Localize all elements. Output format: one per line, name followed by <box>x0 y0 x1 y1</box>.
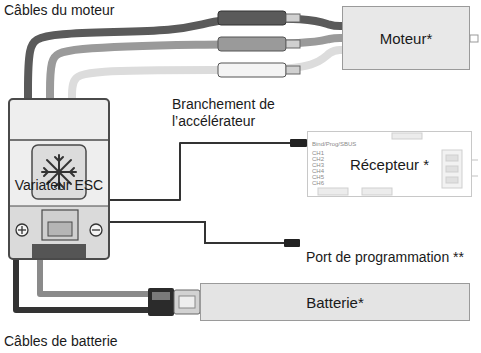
throttle-wire <box>110 143 307 200</box>
screw-slot <box>21 226 22 234</box>
bullet-plug <box>286 40 300 48</box>
pin-label: CH5 <box>312 174 324 180</box>
motor-box: Moteur* <box>342 6 470 70</box>
receiver-port <box>362 188 392 195</box>
esc-divider <box>8 205 110 206</box>
motor-wire <box>50 38 342 98</box>
programming-wire <box>110 222 284 243</box>
pin-label: CH2 <box>312 156 324 162</box>
battery-plug <box>148 288 174 316</box>
receiver-pin <box>446 166 458 172</box>
screw <box>16 224 28 236</box>
receiver-pin <box>446 155 458 161</box>
switch-block <box>42 210 78 240</box>
node-label: Récepteur * <box>350 156 429 173</box>
node-label: Variateur ESC <box>15 177 103 193</box>
motor-sleeve <box>218 63 286 77</box>
receiver-port <box>318 188 348 195</box>
receiver-header <box>442 150 462 188</box>
port-label: Port de programmation ** <box>306 249 464 266</box>
cable-label: Câbles de batterie <box>4 333 118 350</box>
cable-label: Câbles du moteur <box>4 2 115 19</box>
fan-tip <box>70 168 74 176</box>
programming-plug <box>284 239 300 247</box>
esc-body <box>8 98 110 260</box>
antenna <box>472 175 478 176</box>
bullet-plug <box>286 14 300 22</box>
motor-wire <box>72 50 342 98</box>
receiver-port <box>392 133 422 139</box>
esc-base <box>10 206 108 258</box>
motor-wire <box>28 18 342 98</box>
motor-sleeve <box>218 11 286 25</box>
receiver-housing <box>307 131 472 197</box>
node-label: Batterie* <box>306 294 364 311</box>
battery-socket-pin <box>179 296 195 308</box>
esc-box: Variateur ESC <box>8 98 110 260</box>
receiver-body <box>307 131 478 197</box>
pin-label: CH1 <box>312 150 324 156</box>
motor-sleeve <box>218 37 286 51</box>
switch-slot <box>48 222 72 236</box>
screw <box>90 224 102 236</box>
pin-label: CH6 <box>312 180 324 186</box>
battery-socket <box>174 290 200 314</box>
esc-housing <box>8 98 110 260</box>
fan-tip <box>44 168 48 176</box>
screw-slot <box>92 229 100 230</box>
esc-divider <box>8 139 110 141</box>
receiver-pin <box>446 177 458 183</box>
battery-wire <box>40 260 200 294</box>
battery-plug-pin <box>152 292 170 300</box>
antenna <box>472 159 478 160</box>
pin-label: CH4 <box>312 168 324 174</box>
pin-label: Bind/Prog/SBUS <box>312 141 356 147</box>
throttle-plug <box>290 139 307 147</box>
bullet-plug <box>286 66 300 74</box>
battery-box: Batterie* <box>200 283 470 321</box>
motor-shaft <box>470 35 478 42</box>
wire-exit <box>32 244 86 258</box>
node-label: Moteur* <box>380 30 433 47</box>
fan-tip <box>55 157 63 161</box>
pin-label: CH3 <box>312 162 324 168</box>
receiver-box: Récepteur * <box>307 131 472 197</box>
cable-label: Branchement de l’accélérateur <box>172 96 307 130</box>
